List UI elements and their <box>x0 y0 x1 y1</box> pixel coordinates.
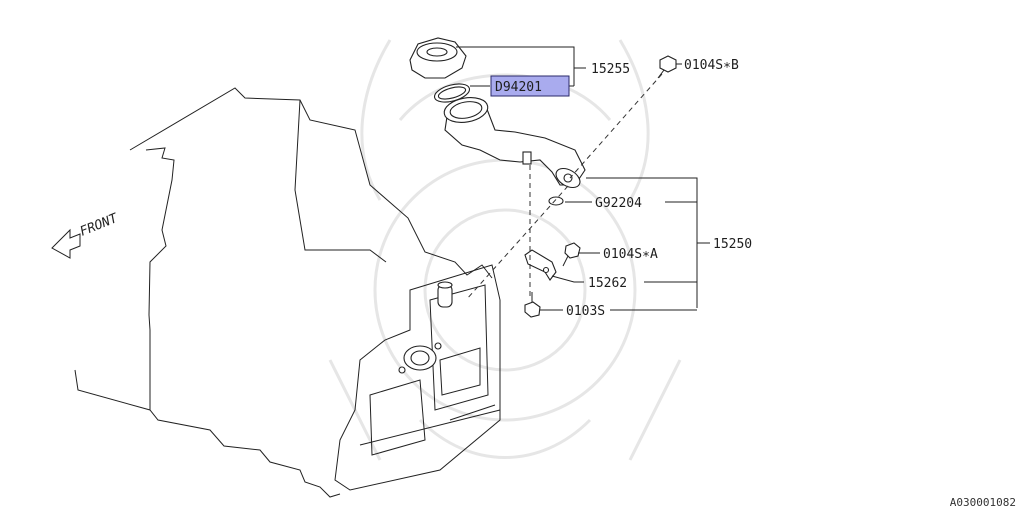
callout-0104s-a: 0104S∗A <box>603 247 658 262</box>
bolt-0104s-a <box>562 242 581 267</box>
oil-filler-cap <box>409 37 467 79</box>
front-label: FRONT <box>78 211 121 240</box>
reference-code: A030001082 <box>950 496 1016 509</box>
engine-block <box>74 87 493 498</box>
alignment-lines <box>465 73 663 301</box>
o-ring <box>433 83 471 103</box>
callout-d94201-highlight[interactable] <box>490 75 570 97</box>
watermark-emblem <box>328 39 682 461</box>
callout-0104s-b: 0104S∗B <box>684 58 739 73</box>
callout-d94201[interactable]: D94201 <box>495 80 542 95</box>
callout-15262: 15262 <box>588 276 627 291</box>
cylinder-head <box>334 264 501 491</box>
oil-filler-tube <box>443 97 586 189</box>
callout-g92204: G92204 <box>595 196 642 211</box>
leader-lines <box>456 46 710 311</box>
bolt-0103s <box>524 292 541 318</box>
callout-15250: 15250 <box>713 237 752 252</box>
callout-0103s: 0103S <box>566 304 605 319</box>
front-arrow <box>51 228 81 259</box>
callout-15255: 15255 <box>591 62 630 77</box>
gasket-g92204 <box>548 196 564 206</box>
bolt-0104s-b <box>657 55 677 79</box>
